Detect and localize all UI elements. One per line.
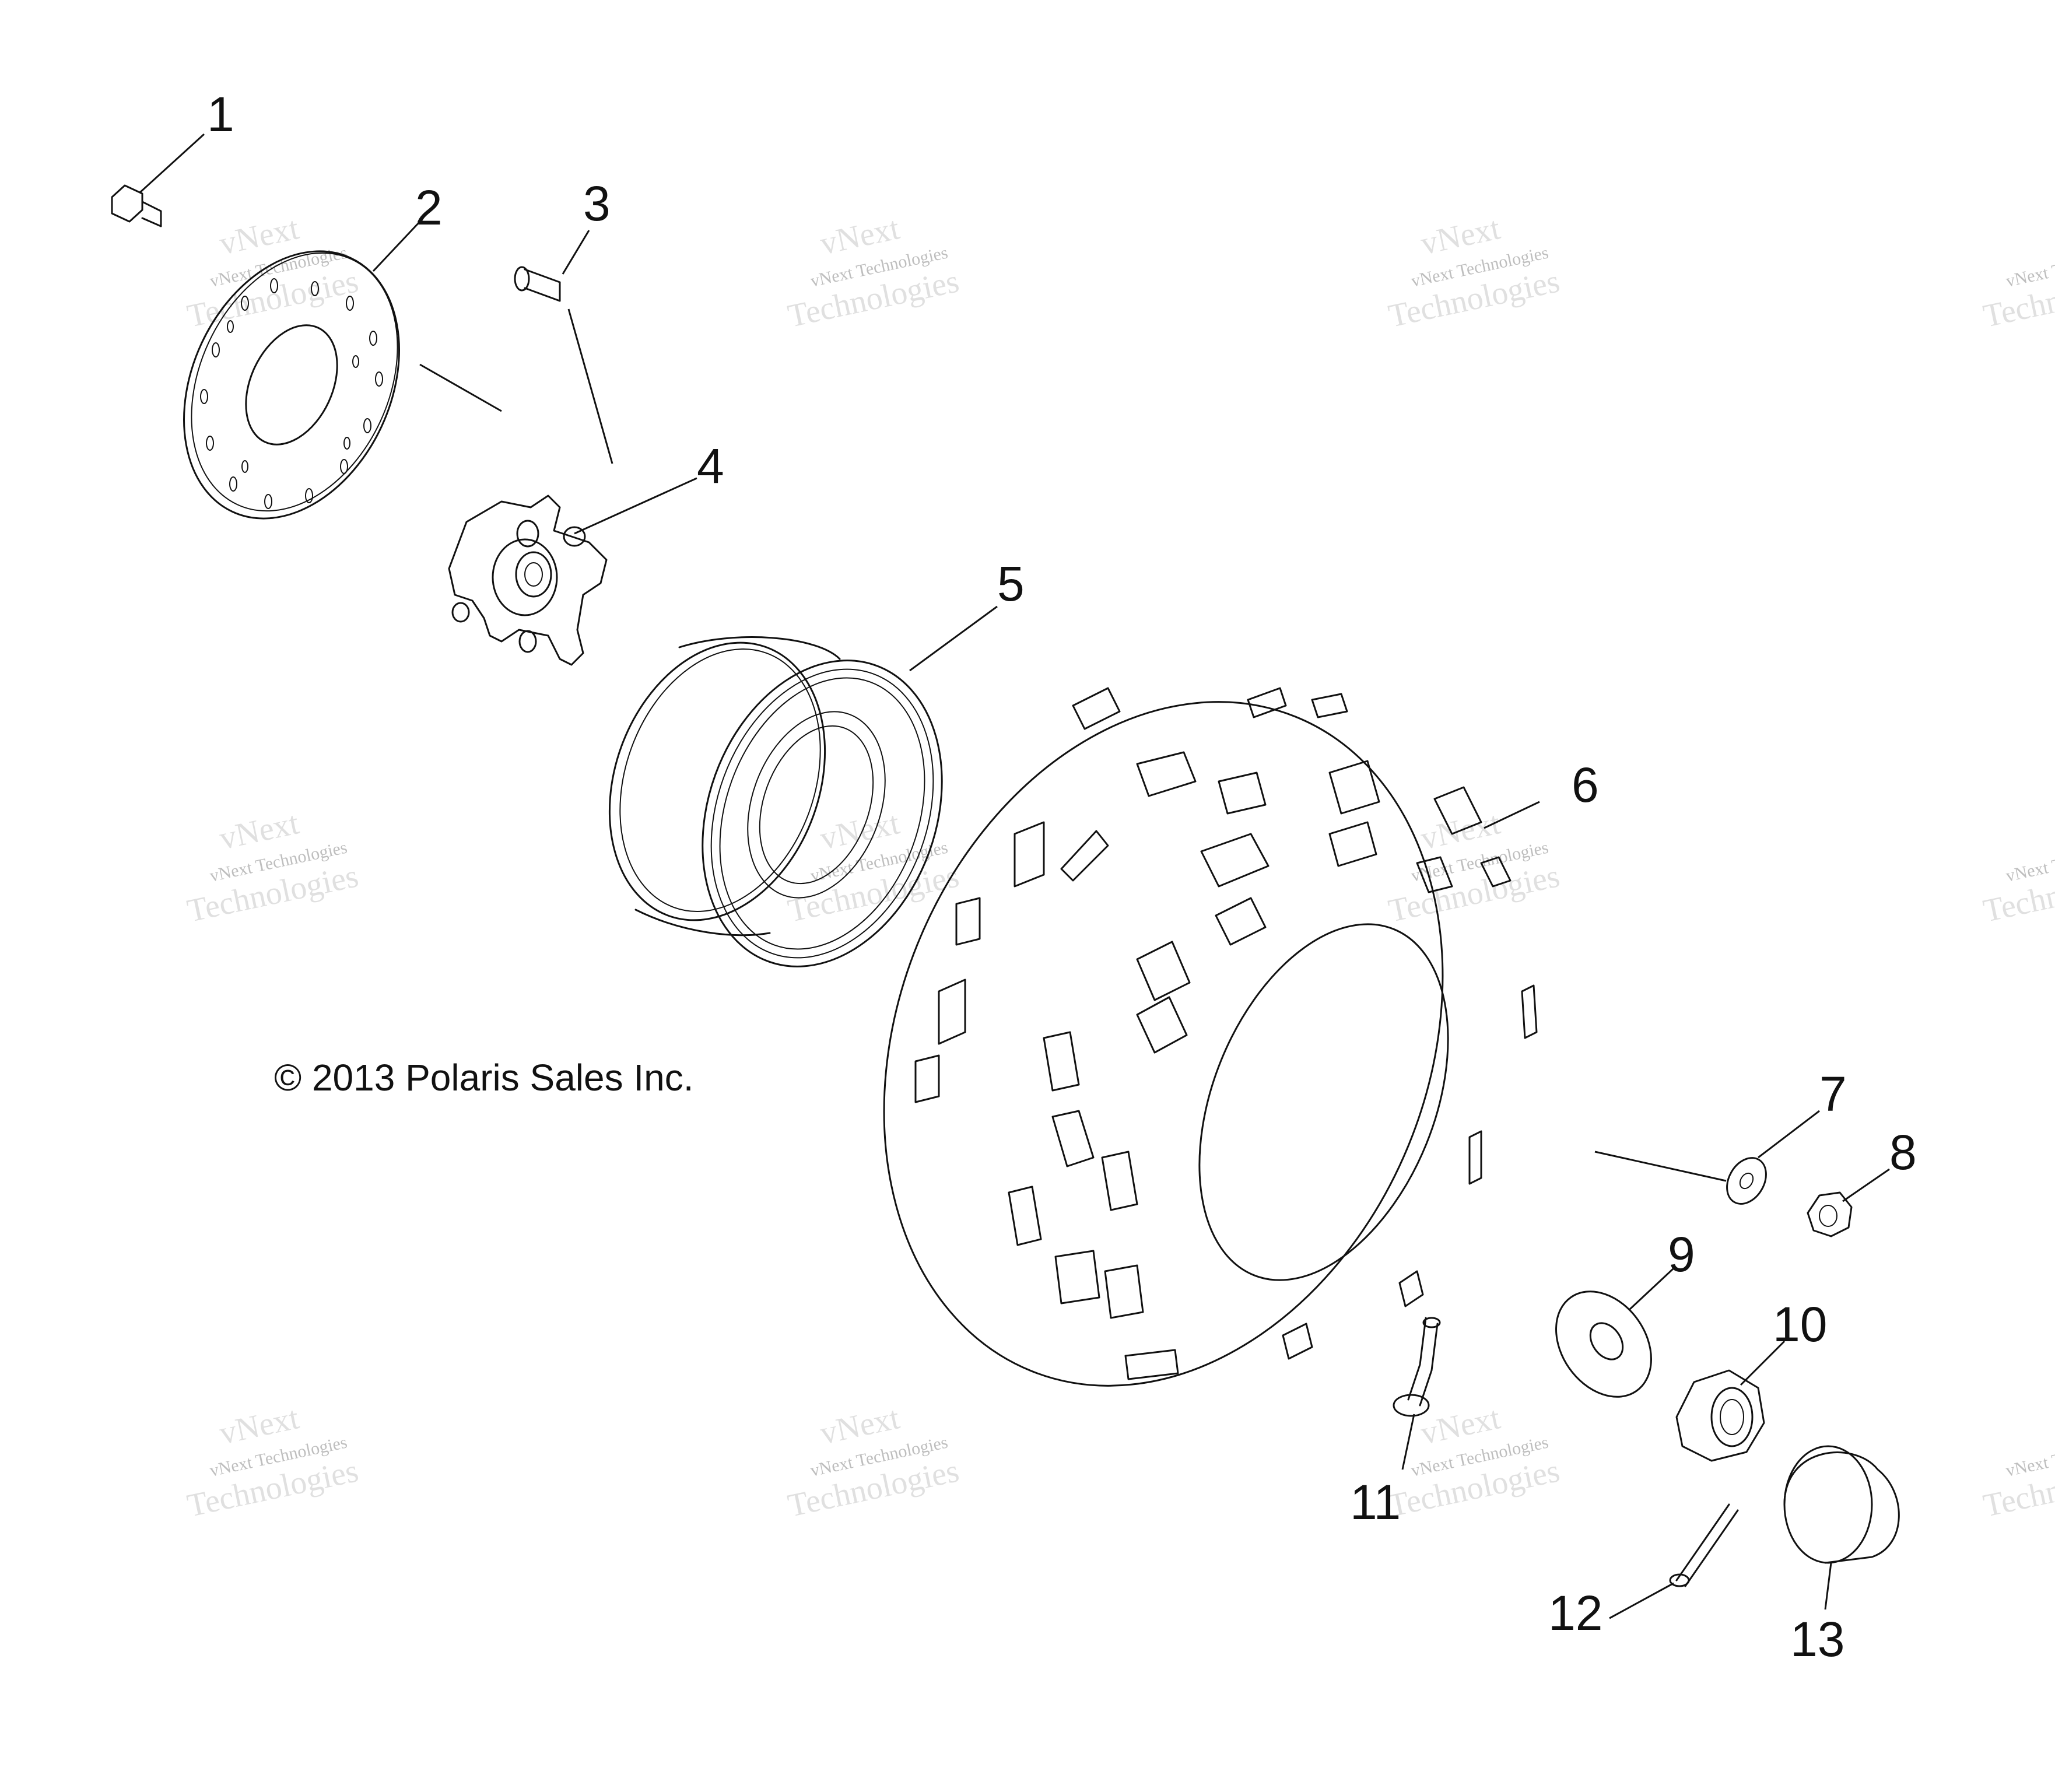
watermark-small: vNext Technologies [2004, 243, 2055, 291]
part-7-washer [1594, 1110, 1820, 1205]
callout-6: 6 [1572, 758, 1599, 812]
watermark-small: vNext Technologies [2004, 838, 2055, 886]
part-1-bolt [111, 133, 205, 227]
part-12-cotter-pin [1609, 1503, 1739, 1619]
part-2-brake-disc [183, 220, 502, 520]
watermark-small: vNext Technologies [2004, 1433, 2055, 1481]
callout-9: 9 [1668, 1227, 1695, 1282]
part-9-large-washer [1555, 1267, 1675, 1398]
callout-7: 7 [1819, 1067, 1847, 1121]
callout-4: 4 [697, 439, 724, 493]
part-3-wheel-stud [514, 230, 613, 464]
part-11-pin [1393, 1317, 1441, 1470]
callout-11: 11 [1350, 1475, 1401, 1530]
callout-13: 13 [1790, 1612, 1844, 1667]
callout-5: 5 [997, 556, 1025, 611]
part-10-axle-nut [1675, 1340, 1786, 1462]
part-6-tire [883, 687, 1540, 1387]
part-4-hub [448, 477, 697, 666]
callout-3: 3 [583, 176, 611, 231]
copyright-notice: © 2013 Polaris Sales Inc. [274, 1057, 694, 1099]
callout-10: 10 [1773, 1297, 1827, 1352]
part-5-rim [608, 605, 998, 967]
callout-labels: 1 2 3 4 5 6 7 8 9 10 11 12 13 [207, 87, 1917, 1667]
part-8-nut [1807, 1168, 1890, 1237]
callout-8: 8 [1889, 1125, 1917, 1180]
callout-2: 2 [415, 180, 443, 235]
callout-12: 12 [1548, 1586, 1602, 1640]
callout-1: 1 [207, 87, 234, 142]
part-13-dust-cap [1783, 1445, 1900, 1610]
